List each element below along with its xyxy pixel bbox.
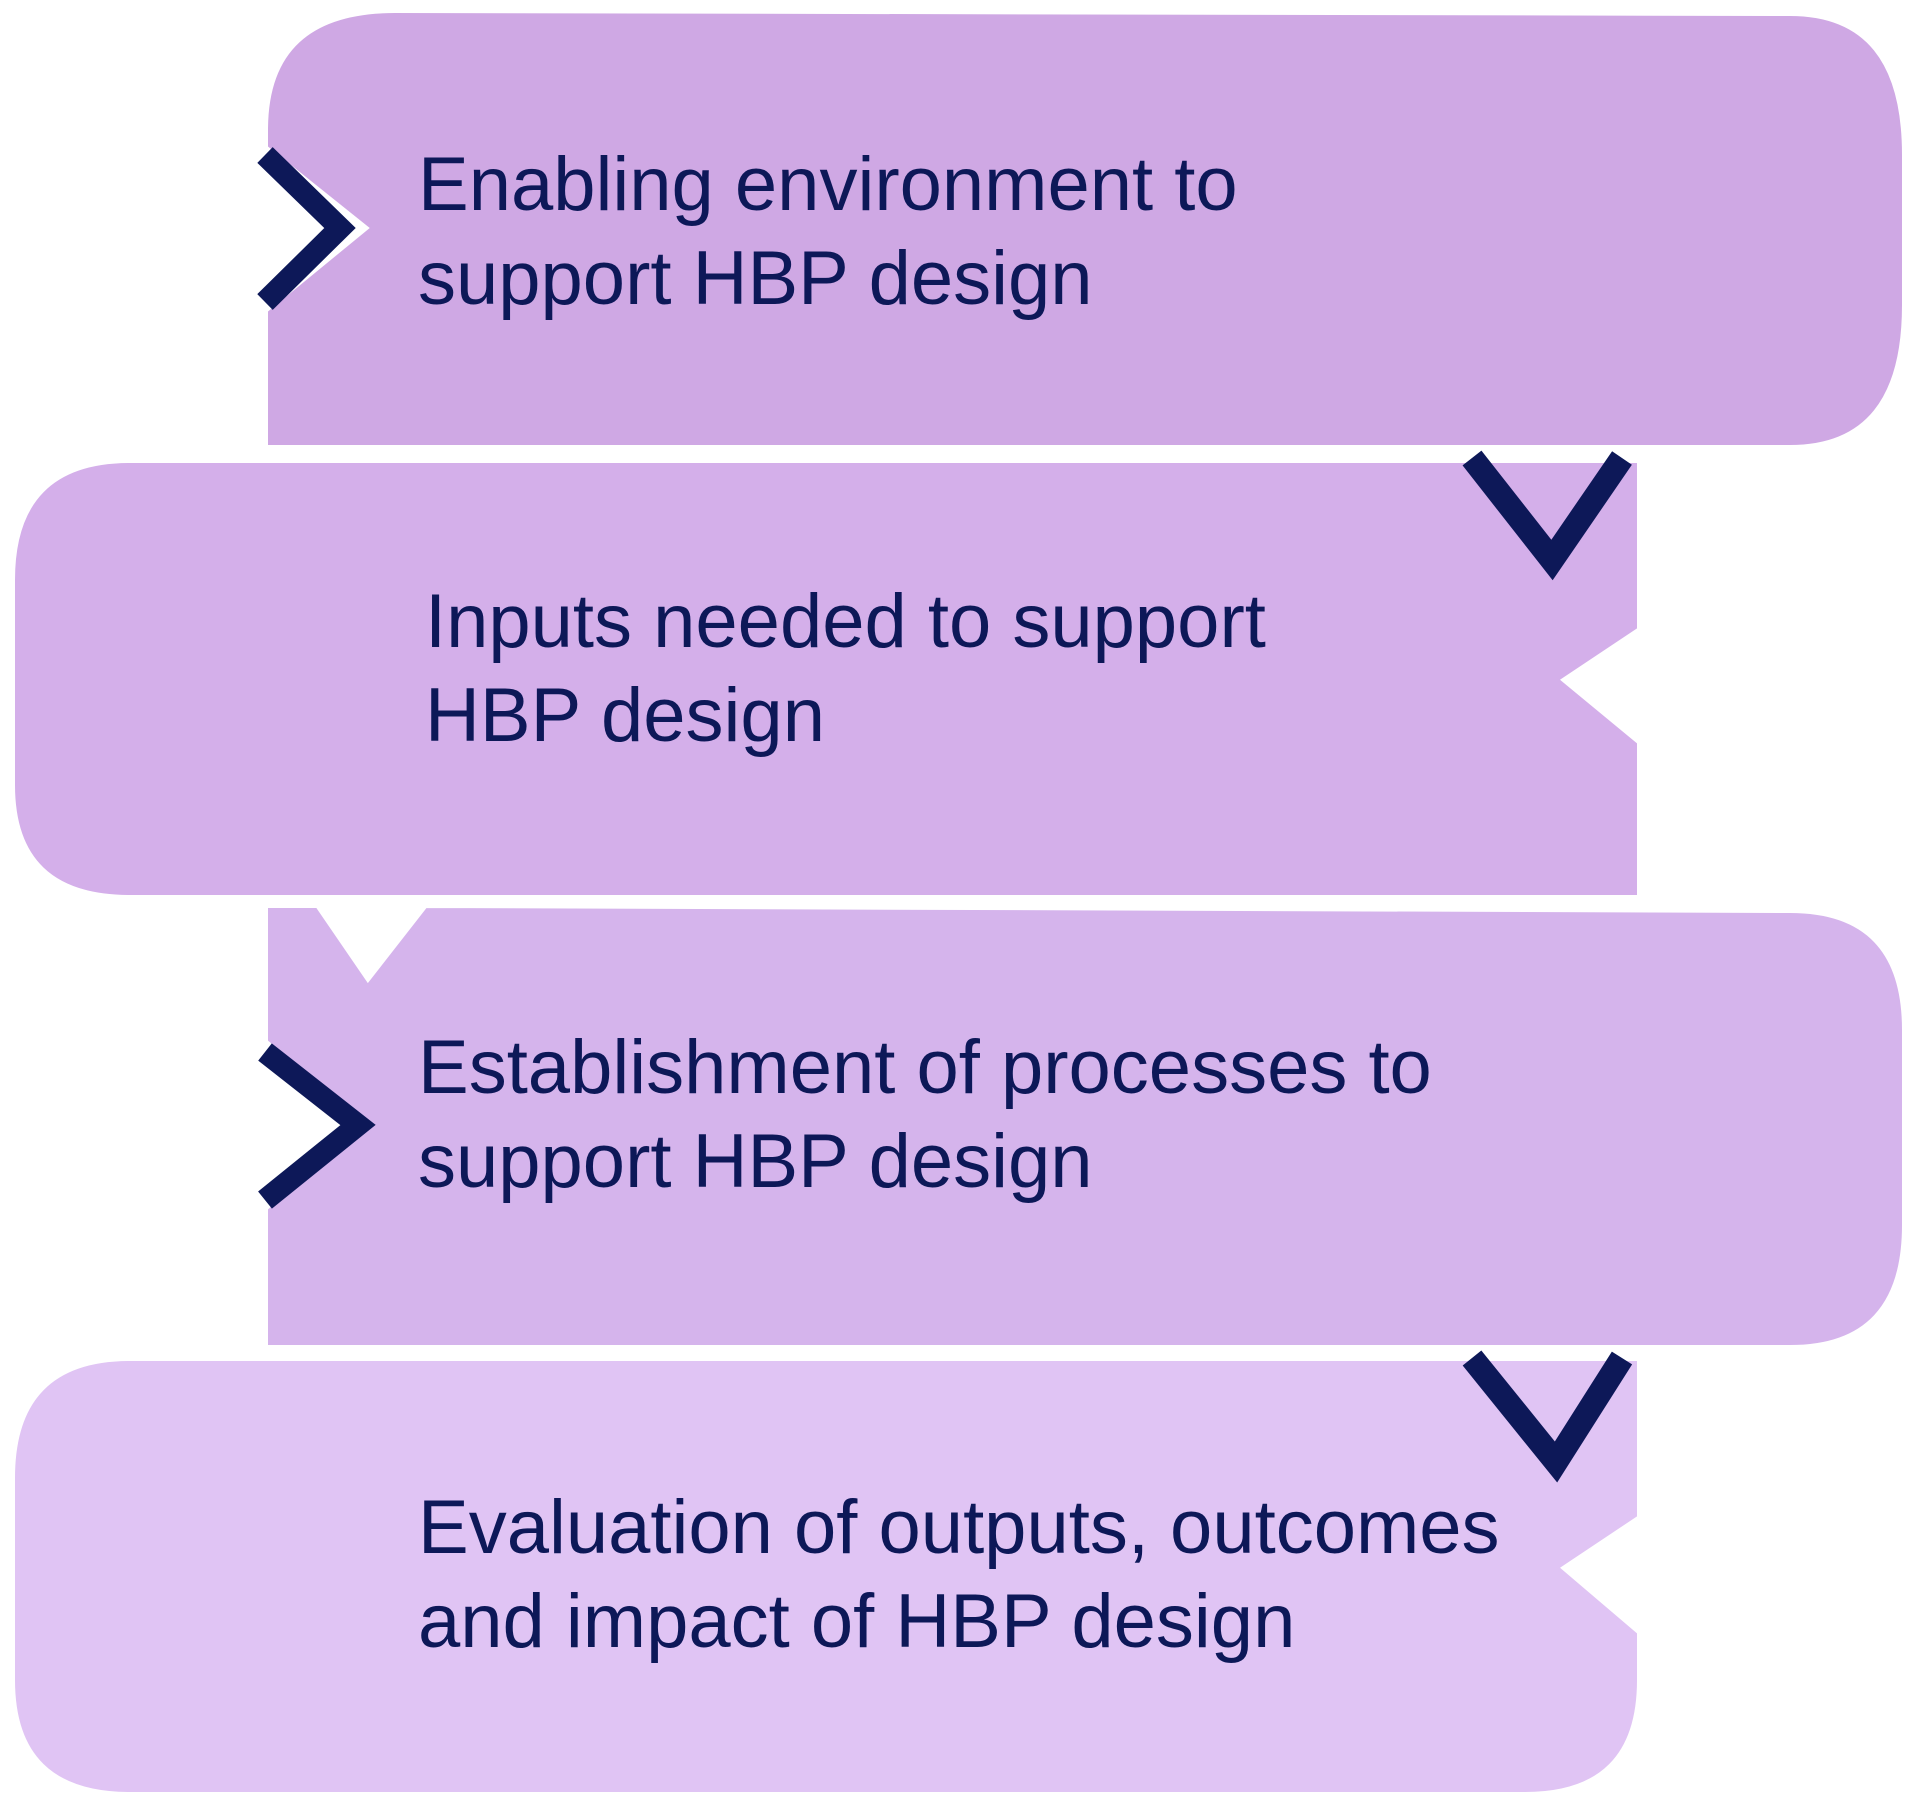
stage-4-label: Evaluation of outputs, outcomes and impa… [418,1485,1521,1664]
stage-1-to-2-chevron-down-icon [1462,450,1632,581]
stage-2: Inputs needed to support HBP design [9,450,1643,901]
stage-3-label: Establishment of processes to support HB… [418,1025,1453,1204]
stage-3-left-chevron-icon [258,1043,376,1209]
stage-4-label-line-1: Evaluation of outputs, outcomes [418,1485,1500,1570]
stage-1-label-line-1: Enabling environment to [418,142,1238,227]
stage-3-label-line-2: support HBP design [418,1119,1093,1204]
stage-2-shape [9,457,1643,901]
stage-2-label-line-1: Inputs needed to support [425,579,1266,664]
stage-1: Enabling environment to support HBP desi… [257,6,1908,451]
stage-4-shape [9,1355,1643,1798]
stage-1-left-chevron-icon [257,147,356,310]
stage-1-label: Enabling environment to support HBP desi… [418,142,1259,321]
stage-1-label-line-2: support HBP design [418,236,1093,321]
stage-3-shape [262,901,1908,1351]
stage-3: Establishment of processes to support HB… [258,901,1908,1351]
stage-4: Evaluation of outputs, outcomes and impa… [9,1350,1643,1798]
stage-3-to-4-chevron-down-icon [1462,1350,1633,1483]
stage-2-label-line-2: HBP design [425,673,825,758]
stage-1-shape [262,6,1908,451]
stage-3-label-line-1: Establishment of processes to [418,1025,1432,1110]
stage-4-label-line-2: and impact of HBP design [418,1579,1295,1664]
stage-2-label: Inputs needed to support HBP design [425,579,1287,758]
